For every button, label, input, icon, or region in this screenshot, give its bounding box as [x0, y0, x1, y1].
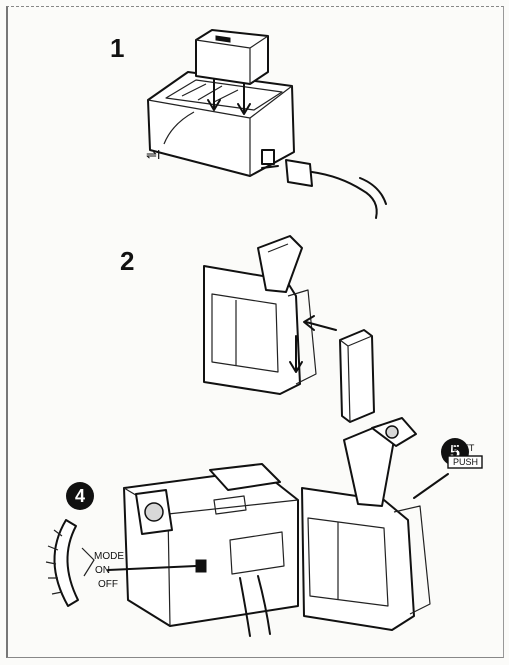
batt-label: BATT [452, 444, 474, 453]
push-label: PUSH [453, 458, 478, 467]
camcorder-side-2 [302, 488, 414, 630]
